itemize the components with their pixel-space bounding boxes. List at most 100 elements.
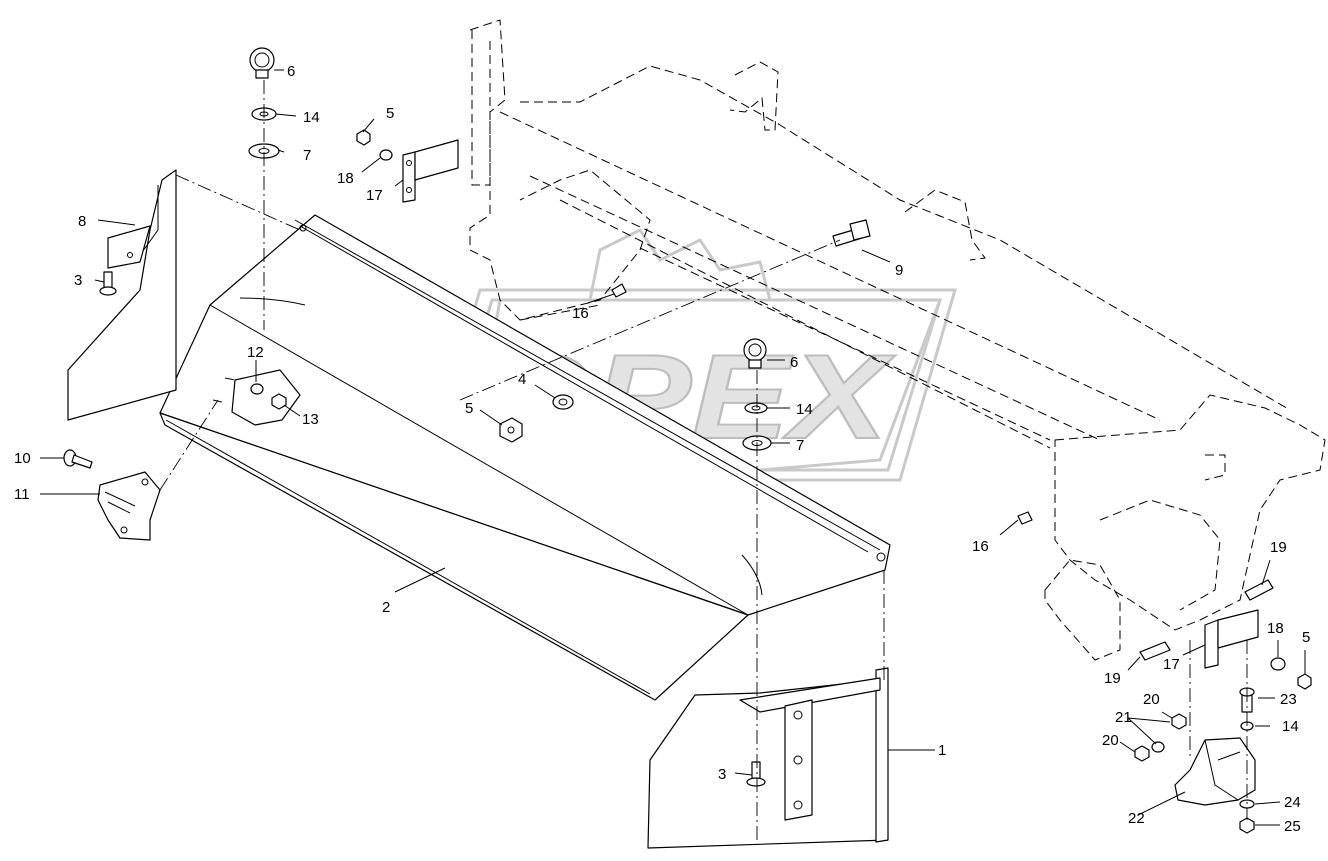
- nut-5-center-hole: [507, 426, 515, 434]
- right-plate-strip: [784, 699, 813, 821]
- frame-beam-face-3: [559, 199, 1051, 449]
- right-plate-bracket: [739, 677, 881, 713]
- washer-18-right: [1270, 657, 1286, 671]
- frame-left-post: [471, 30, 491, 186]
- washer-4-hole: [558, 398, 568, 406]
- screw-16-left: [611, 283, 627, 298]
- callout-5-center: 5: [465, 400, 473, 417]
- right-plate-hole-1: [793, 710, 803, 720]
- frame-right-lower: [1044, 559, 1121, 661]
- eye-bolt-6-top-neck: [255, 69, 269, 79]
- clip-17-right: [1204, 619, 1219, 669]
- callout-18-right: 18: [1267, 620, 1284, 637]
- frame-beam-face-2: [529, 175, 1101, 441]
- eye-bolt-6-center-neck: [748, 359, 762, 369]
- frame-right-slot: [1204, 454, 1226, 481]
- bracket-22-detail: [1204, 739, 1241, 801]
- callout-14-top: 14: [303, 109, 320, 126]
- washer-4: [552, 394, 574, 410]
- left-plate-bracket-hole: [127, 252, 133, 258]
- right-plate-post: [875, 667, 889, 843]
- callout-13: 13: [302, 411, 319, 428]
- shield-top-ridge-2: [299, 225, 869, 553]
- shield-cover-plate: [231, 369, 301, 426]
- callout-14-right: 14: [1282, 718, 1299, 735]
- nut-20-upper: [1171, 713, 1187, 730]
- bracket-22: [1174, 737, 1256, 806]
- left-plate-body: [67, 169, 177, 421]
- nut-5-top: [356, 129, 371, 146]
- left-plate-bracket: [107, 225, 151, 269]
- bolt-9-head: [849, 219, 871, 241]
- callout-2: 2: [382, 599, 390, 616]
- frame-beam-top-edge: [520, 65, 1291, 411]
- callout-7-top: 7: [303, 147, 311, 164]
- left-plate-bolt-3-head: [99, 286, 117, 296]
- shield-front-face: [159, 412, 749, 701]
- callout-11: 11: [14, 486, 30, 503]
- axis-left-plate: [175, 174, 301, 231]
- right-plate-bolt-3-head: [746, 777, 766, 787]
- shield-hole-right: [876, 552, 886, 562]
- shield-slot-left: [239, 297, 306, 306]
- washer-21: [1151, 741, 1165, 753]
- shield-slot-right: [741, 554, 763, 596]
- callout-8: 8: [78, 213, 86, 230]
- nut-20-lower: [1134, 745, 1150, 762]
- callout-19-upper: 19: [1270, 539, 1287, 556]
- clip-17-top-hole-1: [406, 160, 412, 166]
- callout-3-left: 3: [74, 272, 82, 289]
- callout-20-upper: 20: [1143, 691, 1160, 708]
- callout-23: 23: [1280, 691, 1297, 708]
- hardware-stack-center: [742, 338, 772, 840]
- right-plate-hole-2: [793, 755, 803, 765]
- washer-18-top: [379, 149, 393, 161]
- hardware-stack-top: [248, 47, 280, 330]
- frame-mid-bracket: [904, 189, 986, 261]
- left-plate-edge: [139, 185, 159, 256]
- washer-12: [250, 383, 264, 395]
- callout-4: 4: [518, 371, 526, 388]
- callout-25: 25: [1284, 818, 1301, 835]
- eye-bolt-6-top-ring: [254, 52, 270, 68]
- washer-14-center: [744, 402, 768, 414]
- clip-17-top: [402, 151, 416, 203]
- axis-left-bracket: [159, 399, 219, 491]
- callout-21: 21: [1115, 709, 1132, 726]
- nut-5-right: [1297, 673, 1312, 690]
- clip-17-right-tab: [1217, 609, 1259, 649]
- callout-24: 24: [1284, 794, 1301, 811]
- small-parts: [63, 129, 1312, 834]
- eye-bolt-6-top: [249, 47, 275, 73]
- frame-assembly: [469, 19, 1326, 661]
- right-plate-hole-3: [793, 800, 803, 810]
- callout-9: 9: [895, 262, 903, 279]
- frame-top-bracket: [729, 61, 779, 131]
- right-plate-bolt-3: [751, 761, 761, 781]
- clip-17-top-tab: [414, 139, 459, 181]
- axis-bolt-9: [459, 239, 841, 401]
- callout-16-right: 16: [972, 538, 989, 555]
- frame-right-plate: [1054, 394, 1326, 631]
- callout-20-lower: 20: [1102, 732, 1119, 749]
- eye-bolt-6-center-ring: [748, 343, 762, 357]
- frame-beam-face-1: [499, 111, 1161, 421]
- clip-17-top-hole-2: [406, 187, 412, 193]
- shield-front-lip: [165, 419, 651, 695]
- callout-5-right: 5: [1302, 629, 1310, 646]
- washer-14-center-hole: [751, 405, 761, 411]
- callout-22: 22: [1128, 810, 1145, 827]
- callout-1: 1: [938, 742, 946, 759]
- leader-lines: [40, 69, 1306, 826]
- callout-5-top: 5: [386, 105, 394, 122]
- callout-18-top: 18: [337, 170, 354, 187]
- bracket-11-slot: [104, 491, 136, 514]
- callout-19-lower: 19: [1104, 670, 1121, 687]
- nut-25: [1239, 817, 1255, 834]
- frame-left-plate: [469, 19, 651, 321]
- frame-right-mid: [1099, 499, 1221, 611]
- bracket-11: [97, 471, 161, 541]
- callout-12: 12: [247, 344, 264, 361]
- callout-3-right: 3: [718, 766, 726, 783]
- eye-bolt-6-center: [743, 338, 767, 362]
